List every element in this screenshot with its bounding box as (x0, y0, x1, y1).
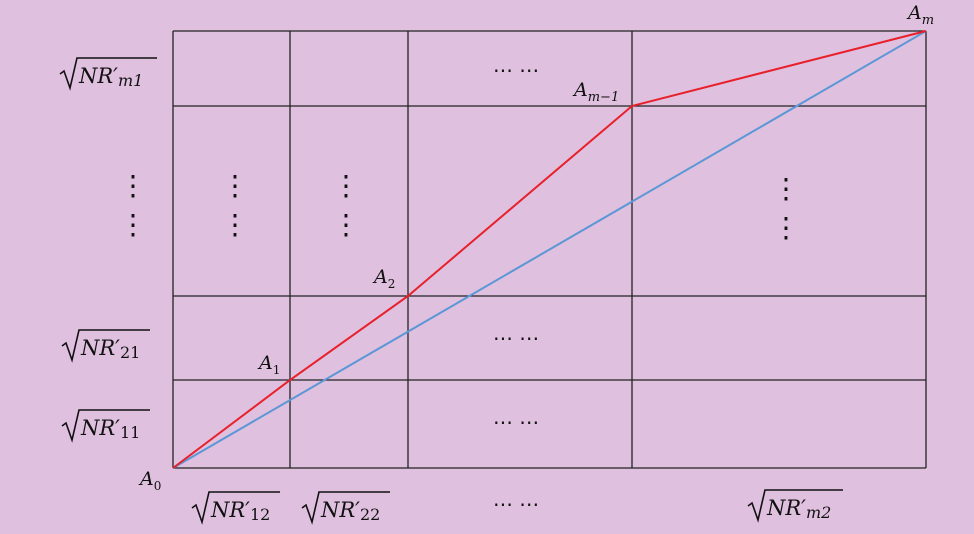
ellipsis-row-21: ⋯ ⋯ (493, 326, 539, 350)
col-label-22: NR′22 (301, 491, 390, 525)
svg-text:⋮: ⋮ (221, 208, 249, 241)
ellipsis-top-row: ⋯ ⋯ (493, 58, 539, 82)
svg-text:⋮: ⋮ (119, 169, 147, 202)
vertical-ellipsis-left-label: ⋮ ⋮ (119, 169, 147, 241)
svg-text:NR′12: NR′12 (210, 498, 270, 524)
svg-text:NR′11: NR′11 (80, 416, 140, 442)
ellipsis-row-11: ⋯ ⋯ (493, 410, 539, 434)
point-label-am-minus-1: Am−1 (572, 79, 619, 105)
row-label-11: NR′11 (61, 409, 150, 443)
col-label-12: NR′12 (191, 491, 280, 525)
sqrt-sign-icon (61, 329, 150, 363)
sqrt-sign-icon (191, 491, 280, 525)
point-label-a1: A1 (257, 352, 280, 377)
svg-text:⋮: ⋮ (221, 169, 249, 202)
ellipsis-bottom-cols: ⋯ ⋯ (493, 492, 539, 516)
svg-text:⋮: ⋮ (772, 172, 800, 205)
red-staircase-path (172, 30, 927, 469)
svg-text:⋮: ⋮ (332, 208, 360, 241)
svg-text:⋮: ⋮ (332, 169, 360, 202)
row-label-21: NR′21 (61, 329, 150, 363)
point-label-a0: A0 (138, 468, 161, 493)
point-label-a2: A2 (372, 266, 395, 291)
sqrt-sign-icon (301, 491, 390, 525)
vertical-ellipsis-col1: ⋮ ⋮ (221, 169, 249, 241)
col-label-m2: NR′m2 (747, 489, 843, 523)
point-label-am: Am (906, 2, 934, 28)
svg-text:⋮: ⋮ (119, 208, 147, 241)
vertical-ellipsis-col4: ⋮ ⋮ (772, 172, 800, 244)
sqrt-sign-icon (59, 57, 157, 91)
svg-text:NR′m2: NR′m2 (766, 496, 831, 522)
vertical-ellipsis-col2: ⋮ ⋮ (332, 169, 360, 241)
grid (172, 30, 927, 469)
blue-diagonal-path (172, 30, 927, 469)
sqrt-sign-icon (747, 489, 843, 523)
sqrt-sign-icon (61, 409, 150, 443)
svg-text:⋮: ⋮ (772, 211, 800, 244)
row-label-m1: NR′m1 (59, 57, 157, 91)
svg-text:NR′22: NR′22 (320, 498, 380, 524)
svg-text:NR′21: NR′21 (80, 336, 140, 362)
svg-text:NR′m1: NR′m1 (78, 64, 143, 90)
